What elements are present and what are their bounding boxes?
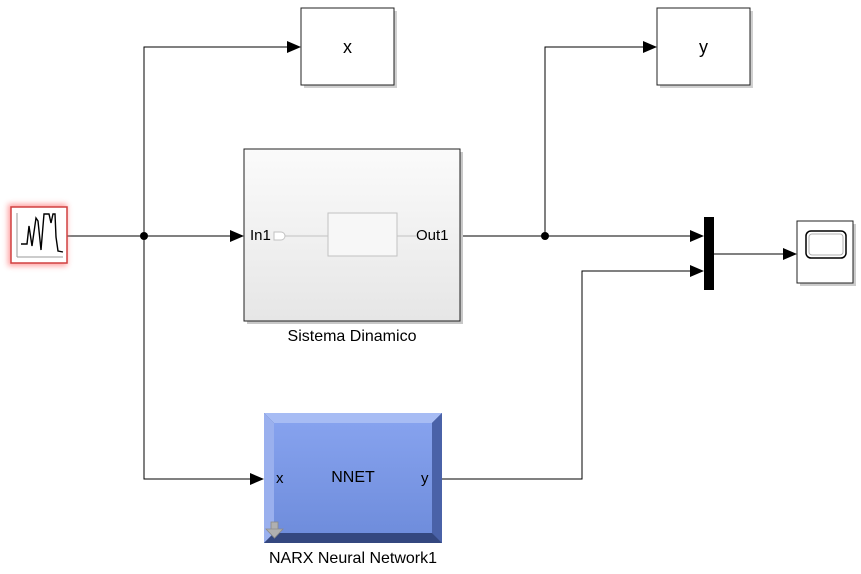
line-nnet-to-mux[interactable] [442, 270, 690, 480]
subsystem-block[interactable] [243, 148, 463, 324]
arrowhead-goto-x [287, 41, 301, 53]
line-branch-to-nnet[interactable] [143, 236, 250, 480]
mux-block[interactable] [704, 217, 714, 290]
signal-waveform-icon [16, 213, 64, 258]
arrowhead-goto-y [643, 41, 657, 53]
subsystem-in-port-label: In1 [250, 227, 271, 244]
arrowhead-scope [783, 248, 797, 260]
nnet-in-port-label: x [276, 470, 284, 487]
nnet-out-port-label: y [421, 470, 429, 487]
arrowhead-subsystem [230, 230, 244, 242]
scope-screen-icon [805, 230, 847, 259]
nnet-block[interactable] [264, 413, 442, 543]
subsystem-out-port-label: Out1 [416, 227, 449, 244]
goto-y-block[interactable] [656, 7, 753, 88]
scope-block[interactable] [796, 220, 856, 286]
line-branch-to-goto-y[interactable] [544, 46, 644, 236]
signal-lines [67, 46, 784, 480]
library-link-icon [265, 521, 284, 539]
arrowhead-nnet [250, 473, 264, 485]
arrowhead-mux-in1 [690, 230, 704, 242]
goto-x-label: x [343, 37, 352, 57]
nnet-title-label: NNET [331, 469, 375, 486]
arrowheads [230, 41, 797, 485]
arrowhead-mux-in2 [690, 265, 704, 277]
goto-y-label: y [699, 37, 708, 57]
subsystem-name-label[interactable]: Sistema Dinamico [287, 328, 417, 345]
line-branch-to-goto-x[interactable] [143, 46, 288, 236]
subsystem-preview-icon [273, 212, 416, 257]
nnet-name-label[interactable]: NARX Neural Network1 [268, 550, 438, 567]
branch-point-input[interactable] [140, 232, 148, 240]
signal-source-block[interactable] [8, 204, 68, 266]
branch-point-output[interactable] [541, 232, 549, 240]
goto-x-block[interactable] [300, 7, 397, 88]
